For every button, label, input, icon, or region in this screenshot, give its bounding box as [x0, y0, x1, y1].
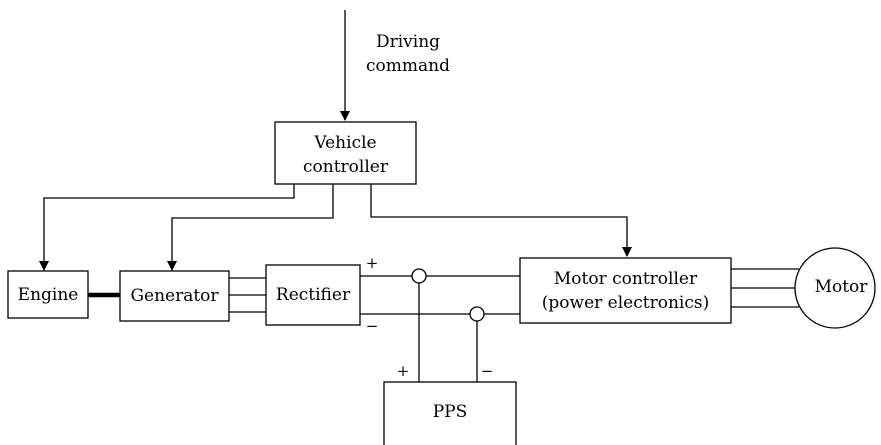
pps-minus-sign: − — [481, 362, 494, 380]
motor-controller-control-arrow — [370, 184, 632, 257]
engine-box — [7, 270, 89, 319]
pps-label: PPS — [433, 402, 468, 422]
pps-plus-sign: + — [397, 362, 410, 380]
driving-command-label-line1: Driving — [376, 32, 440, 52]
motor-controller-label-line2: (power electronics) — [542, 293, 709, 313]
engine-control-arrow — [39, 184, 295, 271]
dc-bus-plus-sign: + — [366, 254, 379, 272]
generator-control-arrow — [167, 184, 334, 271]
motor-controller-label-line1: Motor controller — [554, 269, 698, 289]
rectifier-label: Rectifier — [276, 285, 351, 305]
generator-box — [119, 270, 230, 322]
vehicle-controller-box — [274, 121, 417, 185]
driving-command-label-line2: command — [366, 56, 450, 76]
motor-controller-box — [519, 257, 732, 324]
rectifier-box — [265, 264, 361, 326]
engine-label: Engine — [18, 285, 79, 305]
motor-circle — [794, 247, 876, 329]
vehicle-controller-label-line1: Vehicle — [313, 133, 376, 153]
dc-bus-minus-sign: − — [366, 317, 379, 335]
pps-box — [383, 381, 517, 445]
generator-label: Generator — [130, 286, 219, 306]
positive-bus-junction — [411, 268, 427, 284]
motor-label: Motor — [815, 277, 869, 297]
negative-bus-junction — [469, 306, 485, 322]
vehicle-controller-label-line2: controller — [303, 157, 389, 177]
